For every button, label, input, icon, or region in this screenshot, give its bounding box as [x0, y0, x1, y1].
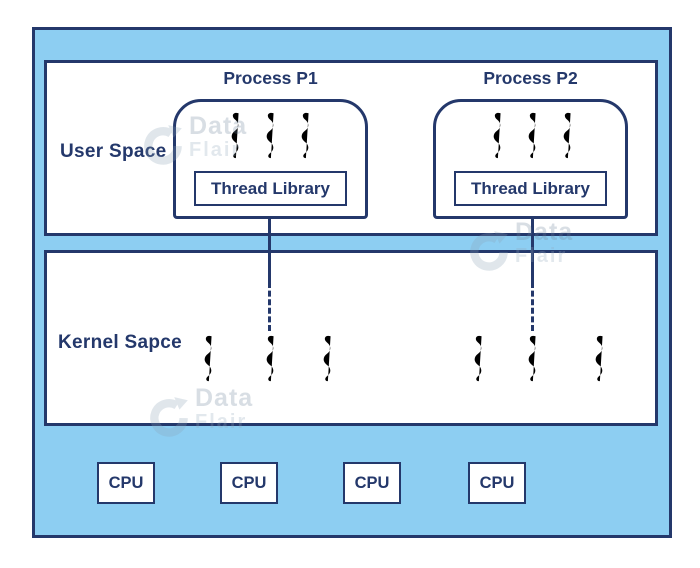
thread-library-box-p1: Thread Library	[194, 171, 347, 206]
thread-icon	[323, 335, 331, 382]
connector-dashed-p2	[531, 282, 534, 331]
connector-solid-p1	[268, 217, 271, 282]
thread-icon	[474, 335, 482, 382]
thread-library-label: Thread Library	[470, 178, 591, 198]
kernel-space-box	[44, 250, 658, 426]
thread-icon	[301, 112, 309, 159]
thread-library-box-p2: Thread Library	[454, 171, 607, 206]
kernel-space-label: Kernel Sapce	[58, 332, 182, 353]
cpu-label: CPU	[108, 473, 144, 492]
cpu-box: CPU	[220, 462, 278, 504]
thread-icon	[528, 335, 536, 382]
cpu-box: CPU	[468, 462, 526, 504]
thread-icon	[595, 335, 603, 382]
thread-library-label: Thread Library	[210, 178, 331, 198]
cpu-box: CPU	[343, 462, 401, 504]
thread-icon	[204, 335, 212, 382]
cpu-label: CPU	[479, 473, 515, 492]
connector-dashed-p1	[268, 282, 271, 331]
thread-icon	[528, 112, 536, 159]
thread-icon	[493, 112, 501, 159]
thread-icon	[231, 112, 239, 159]
process-p1-title: Process P1	[223, 68, 318, 88]
process-p2-title: Process P2	[483, 68, 578, 88]
thread-icon	[266, 335, 274, 382]
user-space-label: User Space	[60, 141, 167, 162]
cpu-label: CPU	[231, 473, 267, 492]
connector-solid-p2	[531, 217, 534, 282]
thread-icon	[563, 112, 571, 159]
cpu-box: CPU	[97, 462, 155, 504]
thread-icon	[266, 112, 274, 159]
cpu-label: CPU	[354, 473, 390, 492]
